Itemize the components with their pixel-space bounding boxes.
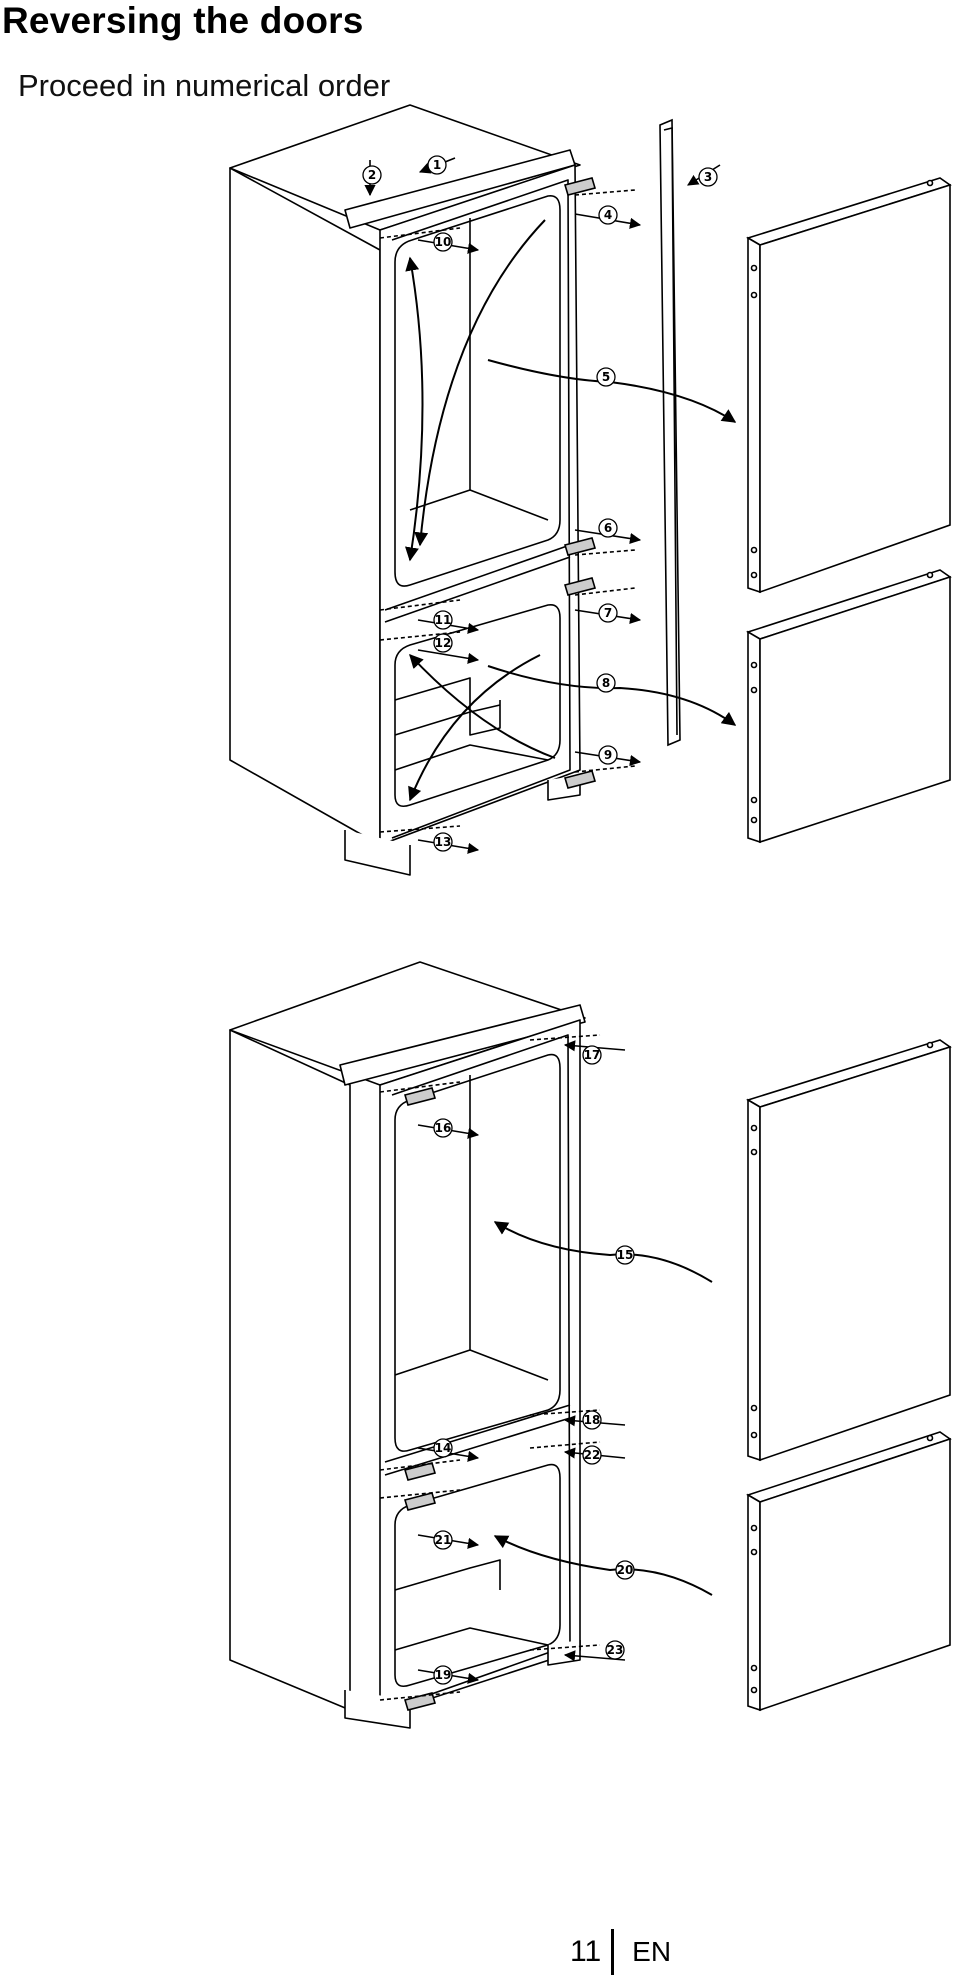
step-label-15: 15	[617, 1248, 634, 1262]
step-badge-5	[596, 367, 616, 387]
step-label-9: 9	[604, 748, 612, 762]
step-label-19: 19	[435, 1668, 452, 1682]
swap-arrows-bottom	[493, 1221, 713, 1596]
step-badge-22	[582, 1445, 602, 1465]
step-label-1: 1	[433, 158, 441, 172]
step-badge-14	[433, 1438, 453, 1458]
step-label-11: 11	[435, 613, 452, 627]
step-label-2: 2	[368, 168, 376, 182]
step-numbers-bottom: 14 15 16 17 18 19 20 21 22 23	[433, 1045, 635, 1685]
footer-divider	[611, 1929, 615, 1975]
step-label-13: 13	[435, 835, 452, 849]
step-badge-17	[582, 1045, 602, 1065]
step-badge-1	[427, 155, 447, 175]
step-label-10: 10	[435, 235, 452, 249]
page-footer: 11 EN	[570, 1929, 672, 1975]
step-badge-2	[362, 165, 382, 185]
hinge-cover-strip	[659, 118, 681, 747]
step-badge-21	[433, 1530, 453, 1550]
step-label-21: 21	[435, 1533, 452, 1547]
step-badge-15	[615, 1245, 635, 1265]
step-label-23: 23	[607, 1643, 624, 1657]
step-label-16: 16	[435, 1121, 452, 1135]
step-badge-4	[598, 205, 618, 225]
fridge-bottom	[229, 961, 586, 1729]
step-label-8: 8	[602, 676, 610, 690]
step-label-5: 5	[602, 370, 610, 384]
step-label-18: 18	[584, 1413, 601, 1427]
step-badge-16	[433, 1118, 453, 1138]
page-title: Reversing the doors	[2, 0, 364, 41]
step-badge-23	[605, 1640, 625, 1660]
step-label-22: 22	[584, 1448, 601, 1462]
step-label-7: 7	[604, 606, 612, 620]
step-label-12: 12	[435, 636, 452, 650]
step-badge-9	[598, 745, 618, 765]
step-badge-10	[433, 232, 453, 252]
step-label-4: 4	[604, 208, 612, 222]
step-badge-6	[598, 518, 618, 538]
instruction-subtitle: Proceed in numerical order	[18, 68, 391, 103]
fridge-door-upper-bottom	[746, 1039, 952, 1462]
hinge-parts-bottom	[379, 1034, 626, 1711]
step-label-6: 6	[604, 521, 612, 535]
freezer-door-lower-top	[746, 569, 952, 844]
step-badge-8	[596, 673, 616, 693]
step-badge-12	[433, 633, 453, 653]
step-badge-11	[433, 610, 453, 630]
language-code: EN	[632, 1936, 672, 1967]
step-badge-3	[698, 167, 718, 187]
step-badge-18	[582, 1410, 602, 1430]
step-label-14: 14	[435, 1441, 452, 1455]
step-label-20: 20	[617, 1563, 634, 1577]
step-badge-20	[615, 1560, 635, 1580]
step-badge-13	[433, 832, 453, 852]
page-number: 11	[570, 1935, 602, 1968]
step-badge-19	[433, 1665, 453, 1685]
freezer-door-lower-bottom	[746, 1431, 952, 1712]
step-badge-7	[598, 603, 618, 623]
fridge-door-upper-top	[746, 177, 952, 594]
step-label-17: 17	[584, 1048, 601, 1062]
step-label-3: 3	[704, 170, 712, 184]
fridge-top	[229, 104, 581, 876]
swap-arrows-top	[405, 219, 737, 802]
